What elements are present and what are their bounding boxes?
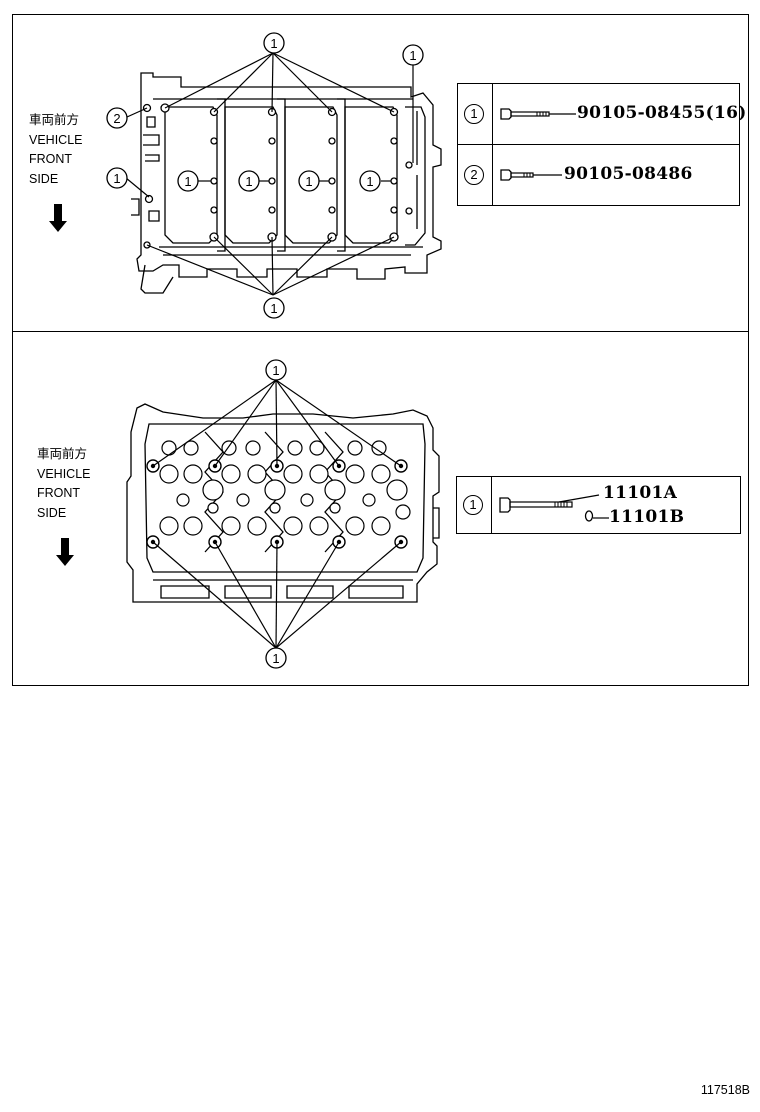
front-label-line2: FRONT	[29, 152, 73, 166]
head-outline	[126, 403, 440, 603]
front-label-jp: 車両前方	[29, 113, 80, 127]
callout-top: 1	[270, 36, 277, 51]
ref-number: 1	[464, 104, 484, 124]
front-label-line2: FRONT	[37, 486, 81, 500]
front-label-line3: SIDE	[29, 171, 59, 186]
front-label-line1: VEHICLE	[29, 132, 83, 147]
callout-bottom: 1	[270, 301, 277, 316]
front-direction-arrow-icon	[56, 538, 74, 566]
part-number-b: 11101B	[609, 507, 685, 527]
parts-row: 1 11101A 11101B	[457, 477, 740, 533]
callout-bottom: 1	[272, 651, 279, 666]
callout-left-1: 1	[113, 171, 120, 186]
part-number: 90105-08486	[564, 164, 693, 184]
front-direction-arrow-icon	[49, 204, 67, 232]
parts-row: 1 90105-08455(16)	[458, 84, 746, 145]
callout-left-2: 2	[113, 111, 120, 126]
block-outline	[136, 72, 442, 280]
bolt-icon	[500, 108, 576, 120]
bolt-and-washer-icon	[499, 494, 609, 522]
callout-top: 1	[272, 363, 279, 378]
front-label-jp: 車両前方	[37, 447, 88, 461]
vehicle-front-label: 車両前方 VEHICLE FRONT SIDE	[37, 445, 91, 523]
parts-row: 2 90105-08486	[458, 145, 739, 205]
cylinder-block-diagram: 1 1 2 1 1 1 1 1 1	[106, 32, 442, 319]
ref-number: 2	[464, 165, 484, 185]
callout-bore-4: 1	[366, 174, 373, 189]
front-label-line3: SIDE	[37, 505, 67, 520]
bolt-icon	[500, 169, 562, 181]
callout-bore-1: 1	[184, 174, 191, 189]
part-number-a: 11101A	[603, 483, 678, 503]
illustration-code: 117518B	[700, 1083, 750, 1097]
parts-table-bottom: 1 11101A 11101B	[456, 476, 741, 534]
callout-bore-3: 1	[305, 174, 312, 189]
callout-bore-2: 1	[245, 174, 252, 189]
top-panel: 車両前方 VEHICLE FRONT SIDE	[12, 14, 749, 332]
front-label-line1: VEHICLE	[37, 466, 91, 481]
part-number: 90105-08455(16)	[577, 103, 747, 123]
parts-table-top: 1 90105-08455(16) 2 90105-08486	[457, 83, 746, 206]
vehicle-front-label: 車両前方 VEHICLE FRONT SIDE	[29, 111, 83, 189]
callout-right: 1	[409, 48, 416, 63]
ref-number: 1	[463, 495, 483, 515]
cylinder-head-diagram: 1 1	[126, 359, 440, 669]
bottom-panel: 車両前方 VEHICLE FRONT SIDE	[12, 331, 749, 686]
